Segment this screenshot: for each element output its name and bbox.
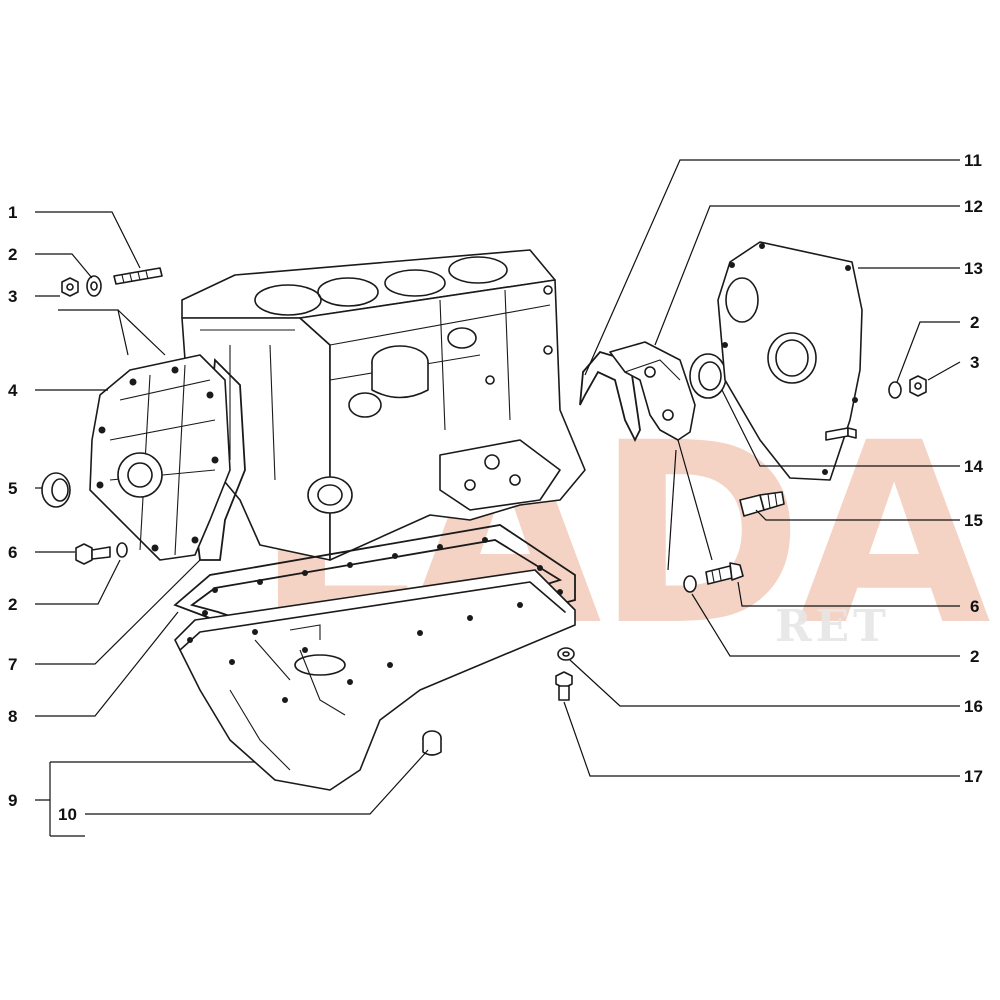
callout-2-right: 2	[970, 313, 980, 332]
leader-lines	[35, 159, 961, 837]
bolt-15-drawing	[739, 491, 785, 517]
callout-11: 11	[964, 151, 982, 170]
callout-2-top-left: 2	[8, 245, 18, 264]
callout-7: 7	[8, 655, 18, 674]
callout-3-top-left: 3	[8, 287, 18, 306]
callout-6-left: 6	[8, 543, 18, 562]
bolt-left-drawing	[75, 542, 128, 565]
callout-5: 5	[8, 479, 18, 498]
callout-1: 1	[8, 203, 18, 222]
callout-16: 16	[964, 697, 983, 716]
seal-drawing	[41, 472, 71, 508]
callout-8: 8	[8, 707, 18, 726]
gasket-hole-dots	[187, 537, 563, 703]
callout-2-right-lower: 2	[970, 647, 980, 666]
engine-block-drawing	[181, 249, 586, 561]
callout-10: 10	[58, 805, 77, 824]
callout-2-left: 2	[8, 595, 18, 614]
callout-6-right: 6	[970, 597, 980, 616]
callout-17: 17	[964, 767, 983, 786]
oil-pan-drawing	[174, 569, 576, 791]
callout-3-right: 3	[970, 353, 980, 372]
callout-4: 4	[8, 381, 18, 400]
rear-seal-holder-drawing	[579, 341, 727, 443]
callout-14: 14	[964, 457, 983, 476]
washer-bolt-center-drawing	[555, 647, 575, 701]
callout-9: 9	[8, 791, 18, 810]
rear-cover-drawing	[717, 241, 863, 481]
callout-15: 15	[964, 511, 983, 530]
callout-12: 12	[964, 197, 983, 216]
washer-nut-right-drawing	[888, 375, 927, 399]
bolt-right-drawing	[683, 562, 744, 593]
front-cover-drawing	[89, 354, 246, 561]
callout-13: 13	[964, 259, 983, 278]
stud-washer-nut-drawing	[61, 267, 163, 297]
